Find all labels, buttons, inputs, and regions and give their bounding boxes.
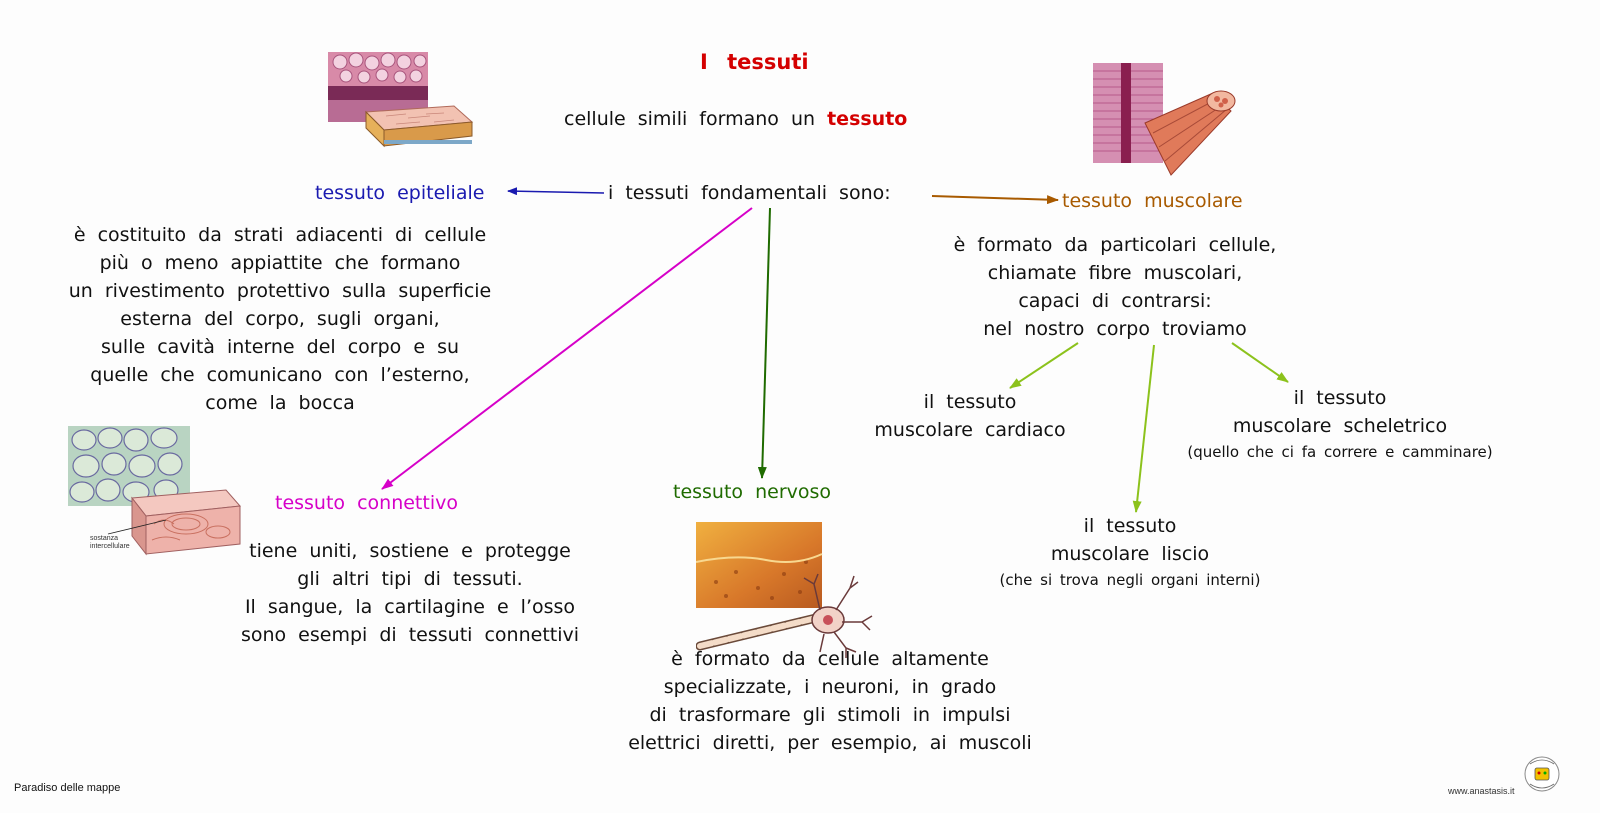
muscolare-image: [1093, 63, 1243, 181]
desc-epiteliale: è costituito da strati adiacenti di cell…: [20, 221, 540, 417]
node-connettivo: tessuto connettivo: [275, 492, 458, 514]
desc-line: gli altri tipi di tessuti.: [297, 568, 523, 590]
desc-line: nel nostro corpo troviamo: [983, 318, 1247, 340]
muscle-liscio: il tessuto muscolare liscio (che si trov…: [960, 512, 1300, 592]
muscle-line: il tessuto: [1083, 515, 1177, 537]
desc-line: sono esempi di tessuti connettivi: [240, 624, 580, 646]
muscle-line: muscolare liscio: [1050, 543, 1210, 565]
supermappe-logo: [1522, 752, 1562, 796]
desc-nervoso: è formato da cellule altamente specializ…: [580, 645, 1080, 757]
footer-right: www.anastasis.it: [1448, 786, 1515, 796]
desc-line: elettrici diretti, per esempio, ai musco…: [628, 732, 1032, 754]
arrow-to-scheletrico: [1231, 342, 1289, 383]
node-nervoso: tessuto nervoso: [673, 481, 832, 503]
page-title: I tessuti: [700, 50, 809, 74]
desc-line: esterna del corpo, sugli organi,: [120, 308, 440, 330]
desc-line: tiene uniti, sostiene e protegge: [249, 540, 571, 562]
title-prefix: I: [700, 50, 708, 74]
arrow-to-connettivo: [381, 207, 753, 490]
arrow-to-nervoso: [757, 207, 771, 479]
intro-highlight: tessuto: [827, 108, 908, 130]
node-epiteliale: tessuto epiteliale: [315, 182, 485, 204]
muscle-scheletrico: il tessuto muscolare scheletrico (quello…: [1140, 384, 1540, 464]
muscle-note: (che si trova negli organi interni): [999, 571, 1261, 589]
desc-line: è formato da cellule altamente: [671, 648, 989, 670]
image-label-1: sostanza: [90, 535, 118, 542]
desc-line: è costituito da strati adiacenti di cell…: [73, 224, 487, 246]
desc-muscolare: è formato da particolari cellule, chiama…: [940, 231, 1290, 343]
muscle-line: muscolare scheletrico: [1232, 415, 1448, 437]
muscle-line: il tessuto: [923, 391, 1017, 413]
muscle-line: il tessuto: [1293, 387, 1387, 409]
intro-text: cellule simili formano un: [564, 108, 816, 130]
muscle-note: (quello che ci fa correre e camminare): [1187, 443, 1493, 461]
arrow-to-muscolare: [931, 195, 1059, 205]
muscle-cardiaco: il tessuto muscolare cardiaco: [850, 388, 1090, 444]
desc-line: di trasformare gli stimoli in impulsi: [649, 704, 1011, 726]
desc-line: più o meno appiattite che formano: [99, 252, 461, 274]
hub-text: i tessuti fondamentali sono:: [608, 182, 891, 204]
muscle-line: muscolare cardiaco: [874, 419, 1066, 441]
connettivo-image: sostanza intercellulare: [66, 424, 244, 564]
desc-line: come la bocca: [205, 392, 355, 414]
desc-line: è formato da particolari cellule,: [953, 234, 1277, 256]
arrow-to-liscio: [1132, 344, 1155, 513]
arrow-to-epiteliale: [507, 187, 605, 196]
desc-line: chiamate fibre muscolari,: [987, 262, 1243, 284]
footer-left: Paradiso delle mappe: [14, 782, 121, 794]
title-word: tessuti: [727, 50, 809, 74]
desc-line: quelle che comunicano con l’esterno,: [90, 364, 470, 386]
desc-line: sulle cavità interne del corpo e su: [100, 336, 460, 358]
desc-line: Il sangue, la cartilagine e l’osso: [244, 596, 576, 618]
arrow-to-cardiaco: [1009, 342, 1079, 389]
desc-connettivo: tiene uniti, sostiene e protegge gli alt…: [205, 537, 615, 649]
node-muscolare: tessuto muscolare: [1062, 190, 1243, 212]
image-label-2: intercellulare: [90, 543, 130, 550]
epiteliale-image: [326, 52, 476, 154]
desc-line: specializzate, i neuroni, in grado: [663, 676, 997, 698]
desc-line: capaci di contrarsi:: [1018, 290, 1212, 312]
nervoso-image: [696, 522, 876, 662]
desc-line: un rivestimento protettivo sulla superfi…: [68, 280, 492, 302]
intro-line: cellule simili formano un tessuto: [564, 105, 907, 133]
